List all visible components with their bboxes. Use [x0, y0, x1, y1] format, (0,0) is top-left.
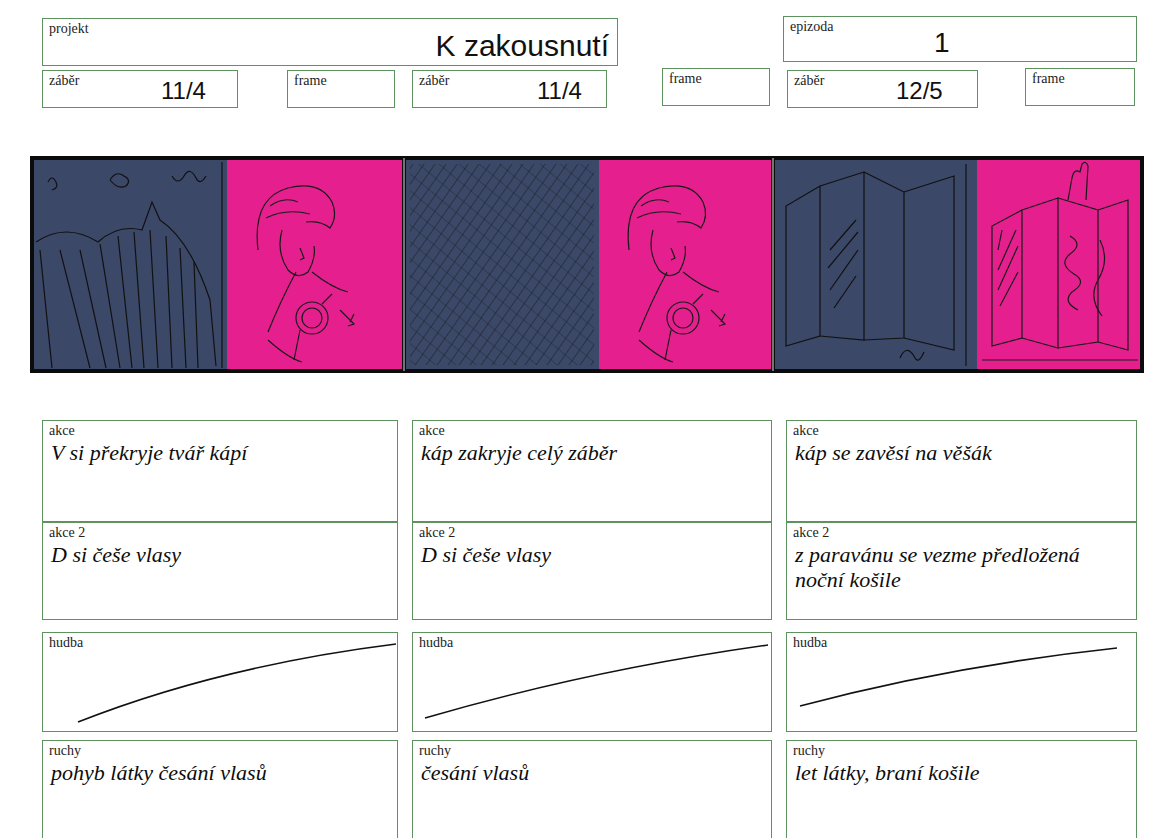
field-label: epizoda [784, 17, 1136, 35]
film-strip [30, 156, 1144, 373]
music-box: hudba [42, 632, 398, 732]
music-box: hudba [786, 632, 1137, 732]
screen-sketch [982, 162, 1138, 360]
figure-sketch [628, 186, 725, 362]
action-box: akce 2z paravánu se vezme předložená noč… [786, 522, 1137, 620]
field-label: akce [43, 421, 397, 439]
field-label: akce [787, 421, 1136, 439]
figure-sketch [257, 186, 354, 362]
field-label: akce 2 [43, 523, 397, 541]
field-value: K zakousnutí [43, 29, 617, 63]
field-label: frame [663, 69, 769, 87]
field-value: 11/4 [537, 77, 606, 105]
handwritten-note: káp se zavěsí na věšák [787, 440, 1136, 465]
action-box: akcekáp zakryje celý záběr [412, 420, 772, 522]
sound-box: ruchyčesání vlasů [412, 740, 772, 838]
field-label: frame [288, 71, 394, 89]
music-box: hudba [412, 632, 772, 732]
field-label: frame [1026, 69, 1134, 87]
action-box: akcekáp se zavěsí na věšák [786, 420, 1137, 522]
music-curve [78, 644, 1117, 722]
field-label: ruchy [787, 741, 1136, 759]
frame-field: frame [662, 68, 770, 106]
shot-field: záběr12/5 [787, 70, 978, 108]
sound-box: ruchylet látky, braní košile [786, 740, 1137, 838]
cape-sketch [36, 162, 222, 368]
action-box: akce 2D si češe vlasy [412, 522, 772, 620]
action-box: akce 2D si češe vlasy [42, 522, 398, 620]
hatching [410, 164, 594, 365]
frame-field: frame [1025, 68, 1135, 106]
handwritten-note: let látky, braní košile [787, 760, 1136, 785]
handwritten-note: pohyb látky česání vlasů [43, 760, 397, 785]
shot-field: záběr11/4 [412, 70, 607, 108]
project-field: projektK zakousnutí [42, 18, 618, 66]
action-box: akceV si překryje tvář kápí [42, 420, 398, 522]
field-label: ruchy [43, 741, 397, 759]
field-label: akce 2 [413, 523, 771, 541]
episode-field: epizoda1 [783, 16, 1137, 62]
handwritten-note: V si překryje tvář kápí [43, 440, 397, 465]
frame-field: frame [287, 70, 395, 108]
shot-field: záběr11/4 [42, 70, 238, 108]
handwritten-note: D si češe vlasy [43, 542, 397, 567]
field-label: hudba [43, 633, 397, 651]
field-label: hudba [413, 633, 771, 651]
field-label: hudba [787, 633, 1136, 651]
field-label: ruchy [413, 741, 771, 759]
field-label: záběr [788, 71, 977, 89]
screen-sketch [786, 164, 966, 366]
field-label: akce [413, 421, 771, 439]
field-value: 1 [934, 27, 1136, 59]
field-value: 11/4 [161, 77, 237, 105]
handwritten-note: česání vlasů [413, 760, 771, 785]
field-label: záběr [43, 71, 237, 89]
field-value: 12/5 [896, 77, 977, 105]
sound-box: ruchypohyb látky česání vlasů [42, 740, 398, 838]
handwritten-note: z paravánu se vezme předložená noční koš… [787, 542, 1136, 592]
handwritten-note: káp zakryje celý záběr [413, 440, 771, 465]
field-label: akce 2 [787, 523, 1136, 541]
handwritten-note: D si češe vlasy [413, 542, 771, 567]
